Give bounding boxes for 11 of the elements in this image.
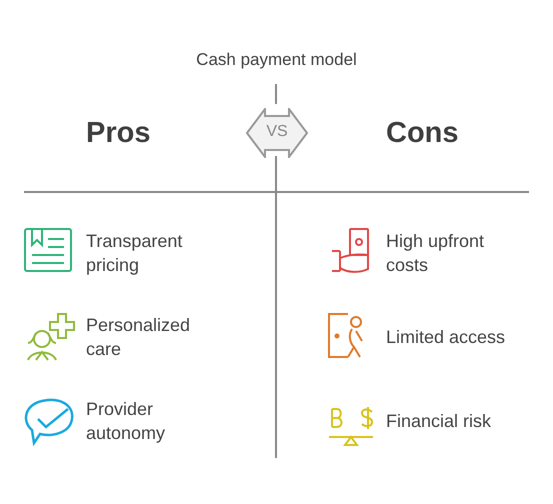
column-heading: Pros [86, 117, 150, 150]
item-label: Provider autonomy [86, 398, 166, 445]
column-heading: Cons [386, 117, 458, 150]
vs-double-arrow [246, 108, 308, 158]
item-label: Limited access [386, 326, 506, 349]
item-label: High upfront costs [386, 230, 486, 277]
item-label: Financial risk [386, 410, 492, 433]
vs-label: VS [265, 123, 289, 141]
item-label: Transparent pricing [86, 230, 184, 277]
item-label: Personalized care [86, 314, 192, 361]
title: Cash payment model [195, 49, 358, 71]
